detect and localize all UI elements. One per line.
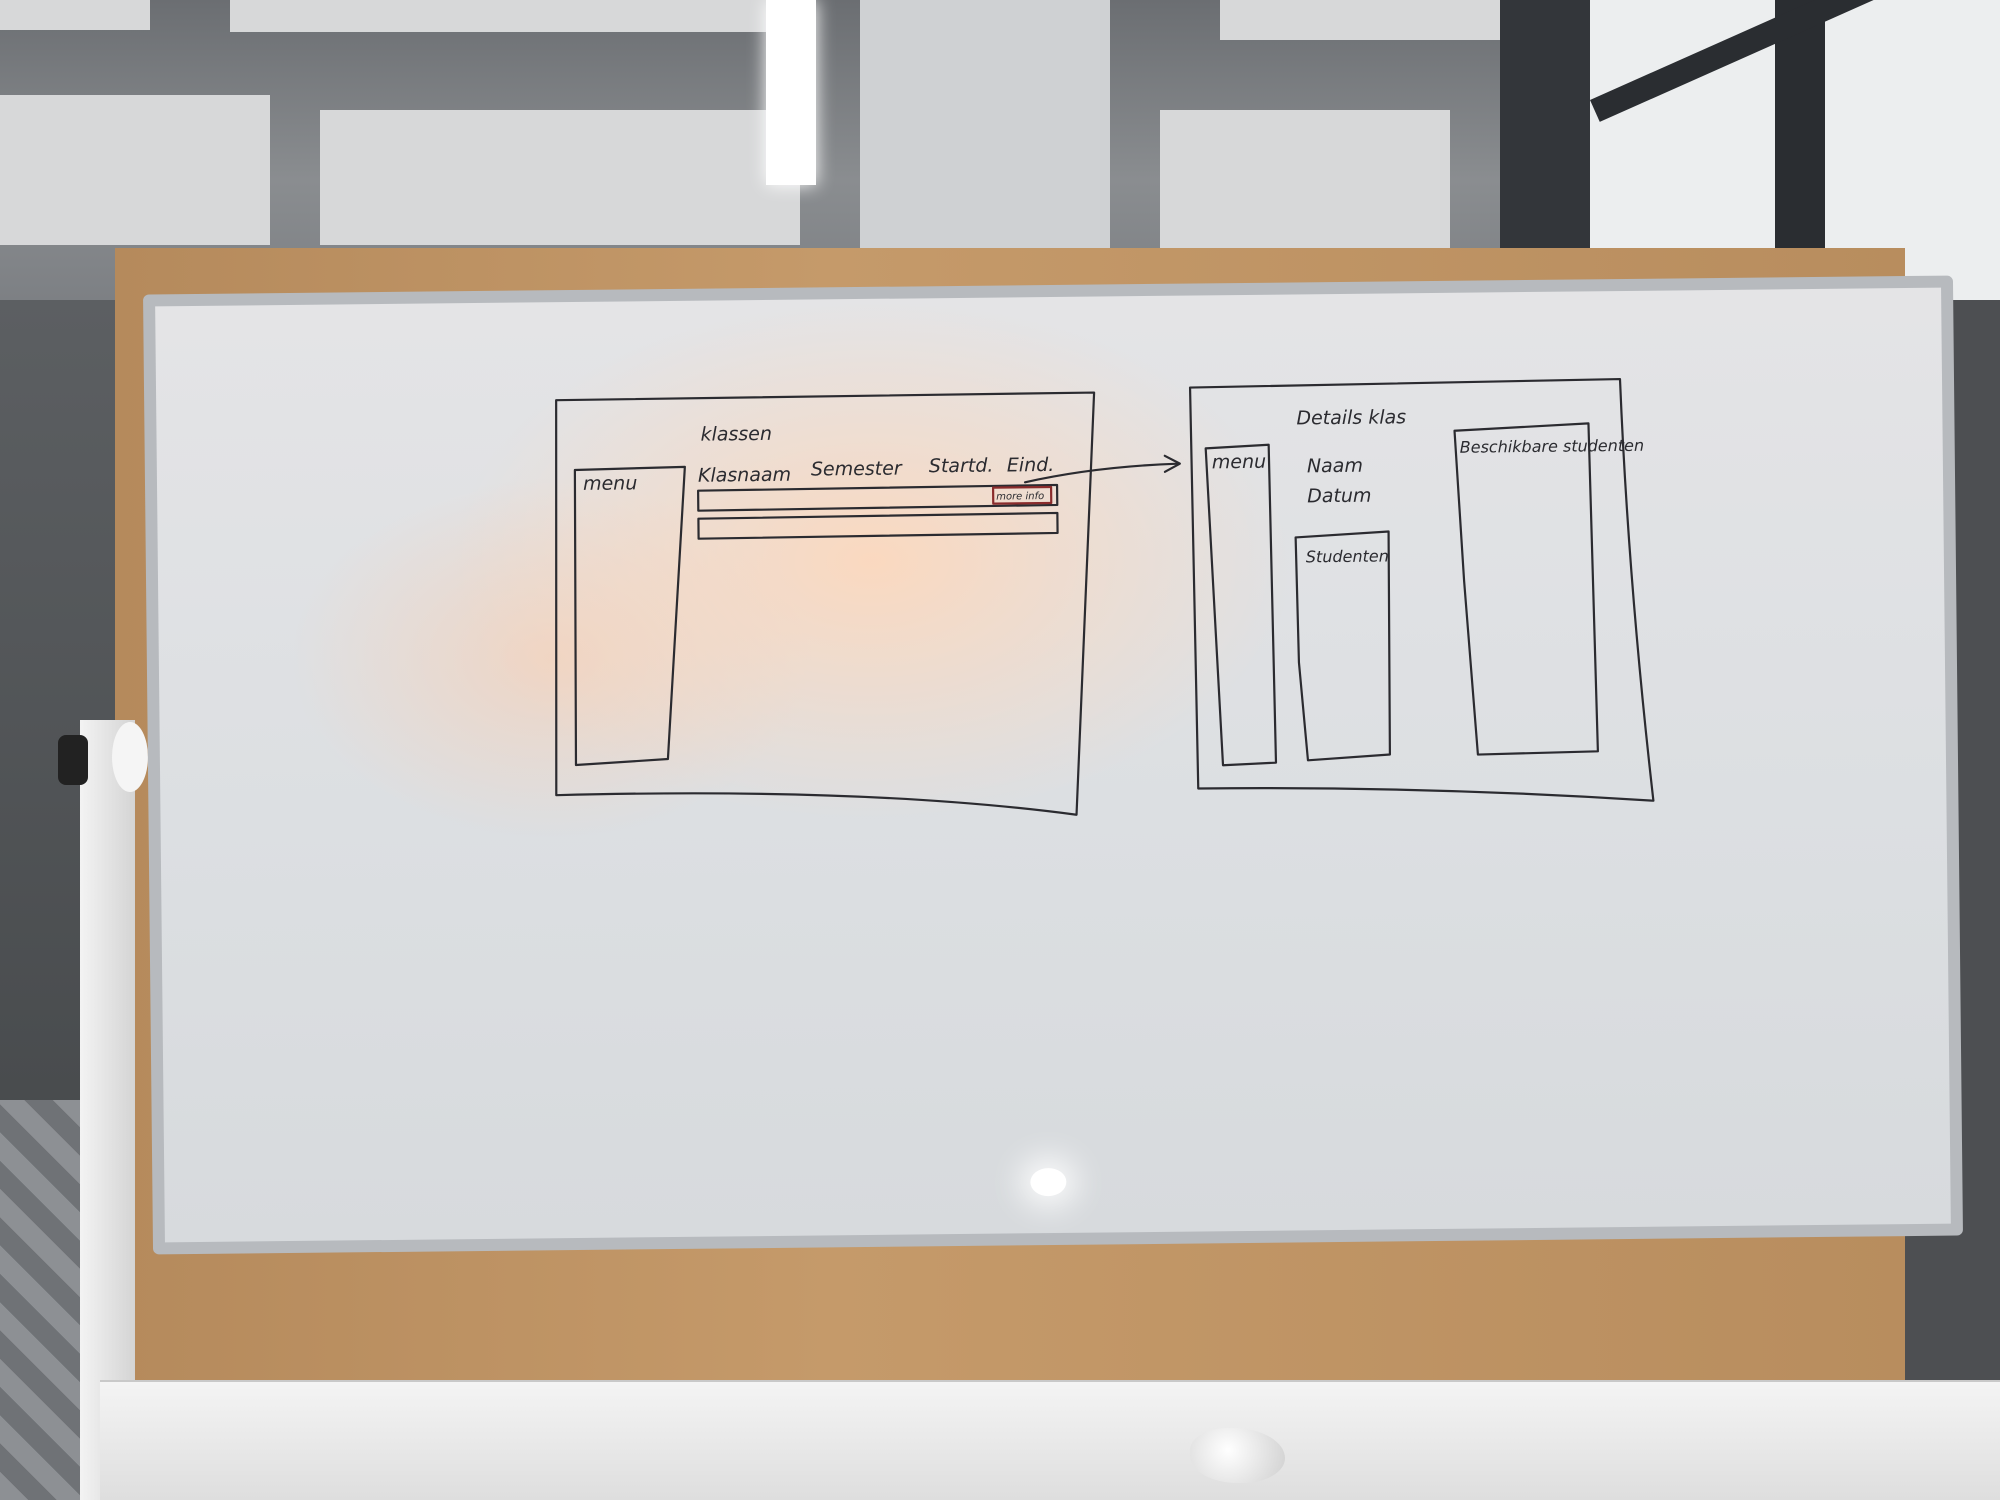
right-screen-title: Details klas (1296, 406, 1406, 429)
ceiling-panel (1160, 110, 1450, 250)
stand-clamp-disc (112, 722, 148, 792)
column-header-startdatum: Startd. (929, 455, 994, 478)
column-header-klasnaam: Klasnaam (698, 464, 791, 487)
marker-tray (100, 1382, 2000, 1500)
ceiling-panel (1220, 0, 1550, 40)
field-naam: Naam (1307, 455, 1363, 478)
crumpled-tissue (1190, 1428, 1285, 1483)
more-info-button-outline (991, 485, 1053, 505)
field-datum: Datum (1307, 485, 1372, 508)
right-menu-label: menu (1212, 451, 1267, 474)
left-screen-frame (555, 391, 1096, 816)
column-header-semester: Semester (811, 458, 903, 481)
left-table-row (697, 483, 1059, 512)
available-students-box-outline (1453, 422, 1599, 756)
left-menu-label: menu (583, 472, 638, 495)
whiteboard: klassen menu Klasnaam Semester Startd. E… (143, 275, 1963, 1255)
ceiling-panel (0, 95, 270, 245)
whiteboard-stand (80, 720, 135, 1500)
left-screen-title: klassen (700, 423, 772, 446)
students-box-label: Studenten (1306, 546, 1389, 566)
stand-clamp-knob (58, 735, 88, 785)
available-students-label: Beschikbare studenten (1460, 436, 1645, 457)
ceiling-light (766, 0, 816, 185)
floor (0, 1100, 90, 1500)
right-screen-frame (1188, 377, 1655, 802)
left-menu-box (573, 465, 686, 767)
ceiling-panel (0, 0, 150, 30)
navigation-arrow-head (1163, 454, 1181, 473)
ceiling-panel (860, 0, 1110, 250)
left-table-row (697, 511, 1059, 540)
students-box-outline (1294, 530, 1392, 762)
more-info-button-label: more info (996, 491, 1044, 503)
right-menu-box (1204, 443, 1278, 767)
column-header-einddatum: Eind. (1007, 454, 1055, 476)
wireframe-sketch: klassen menu Klasnaam Semester Startd. E… (555, 377, 1655, 816)
navigation-arrow (1023, 462, 1179, 484)
ceiling-panel (320, 110, 800, 245)
ceiling-panel (230, 0, 770, 32)
